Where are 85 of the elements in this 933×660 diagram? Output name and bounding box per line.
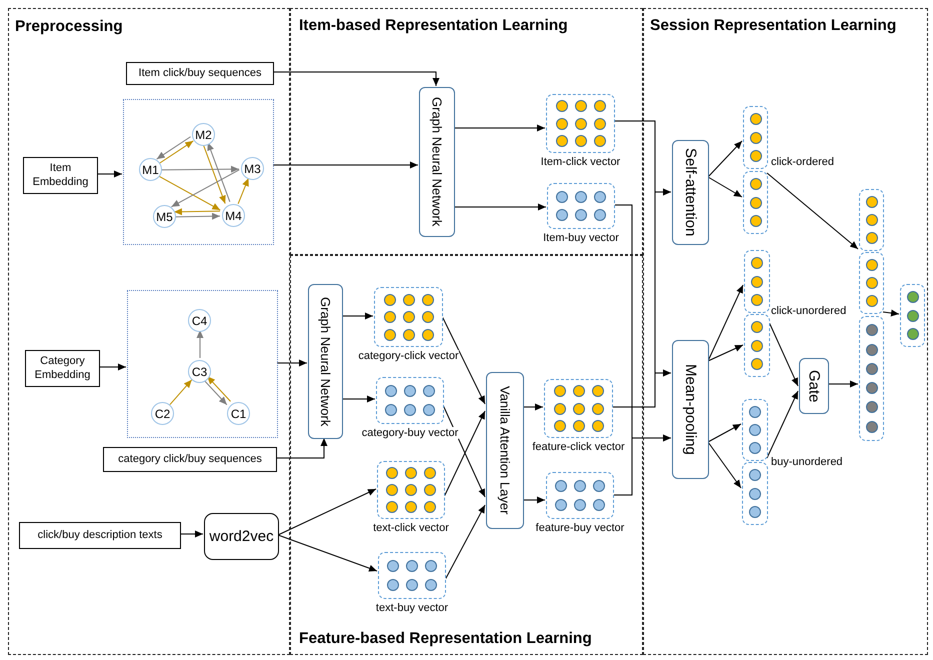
section-heading: Item-based Representation Learning (299, 17, 568, 35)
arrow (238, 178, 249, 204)
input-box: click/buy description texts (19, 522, 181, 549)
input-box: Item click/buy sequences (126, 62, 274, 85)
layer-box: Mean-pooling (672, 340, 709, 479)
graph-node: M1 (139, 158, 162, 181)
vector-label: feature-click vector (532, 441, 625, 453)
vector-label: click-unordered (771, 305, 846, 317)
graph-node: C4 (188, 309, 211, 332)
arrow (180, 530, 204, 538)
graph-frame (123, 99, 274, 245)
vector-label: feature-buy vector (536, 522, 624, 534)
graph-frame (127, 290, 278, 438)
input-box: Category Embedding (25, 350, 100, 387)
vector-label: text-click vector (373, 522, 449, 534)
arrow (342, 396, 376, 402)
layer-box: Gate (799, 358, 829, 414)
arrow (196, 330, 204, 358)
vector-label: text-buy vector (376, 602, 448, 614)
arrow (612, 434, 672, 496)
arrow (206, 376, 231, 402)
graph-node: M2 (192, 123, 215, 146)
arrow (708, 284, 744, 362)
section-heading: Preprocessing (15, 18, 123, 36)
section-panel (8, 8, 290, 655)
layer-box: Graph Neural Network (308, 284, 343, 439)
arrow (278, 488, 376, 536)
arrow (278, 534, 378, 572)
arrow (766, 172, 858, 250)
arrow (828, 380, 858, 388)
graph-node: M3 (241, 157, 264, 180)
arrow (882, 310, 900, 316)
arrow (160, 166, 240, 173)
arrow (96, 170, 122, 178)
process-box: word2vec (204, 513, 279, 560)
graph-node: C3 (188, 360, 211, 383)
vector-label: click-ordered (771, 156, 834, 168)
arrow (522, 404, 544, 410)
arrow (156, 136, 192, 160)
layer-box: Vanilla Attention Layer (486, 372, 524, 529)
layer-box: Self-attention (672, 140, 709, 245)
section-panel (643, 8, 928, 655)
vector-label: Item-buy vector (543, 232, 619, 244)
section-heading: Session Representation Learning (650, 17, 896, 35)
arrow (173, 208, 220, 216)
arrow (276, 360, 308, 366)
arrow (276, 438, 328, 458)
arrow (203, 379, 228, 406)
input-box: category click/buy sequences (103, 447, 277, 472)
arrow (272, 162, 418, 168)
arrow (202, 144, 226, 204)
vector-label: Item-click vector (540, 156, 620, 168)
arrow (708, 424, 742, 442)
arrow (342, 312, 374, 320)
arrow (442, 316, 486, 404)
arrow (169, 379, 192, 406)
vector-label: category-buy vector (362, 427, 458, 439)
layer-box: Graph Neural Network (419, 87, 455, 237)
graph-node: M5 (153, 205, 176, 228)
section-heading: Feature-based Representation Learning (299, 630, 592, 648)
arrow (170, 169, 240, 208)
arrow (174, 212, 221, 220)
arrow (768, 322, 798, 386)
arrow (708, 442, 742, 488)
vector-label: category-click vector (358, 350, 459, 362)
arrow (766, 390, 798, 458)
arrow (612, 370, 672, 408)
input-box: Item Embedding (23, 157, 98, 194)
arrow (708, 140, 742, 178)
arrow (98, 364, 126, 370)
graph-node: C2 (151, 402, 174, 425)
section-panel (290, 255, 643, 655)
arrow (454, 204, 546, 210)
vector-label: buy-unordered (771, 456, 843, 468)
arrow (158, 140, 194, 164)
arrow (444, 504, 486, 580)
arrow (272, 72, 440, 86)
arrow (207, 142, 230, 202)
arrow (708, 344, 744, 362)
arrow (454, 124, 546, 132)
section-panel (290, 8, 643, 255)
arrow (522, 496, 546, 504)
arrow (708, 176, 742, 198)
graph-node: M4 (222, 204, 245, 227)
graph-node: C1 (227, 402, 250, 425)
